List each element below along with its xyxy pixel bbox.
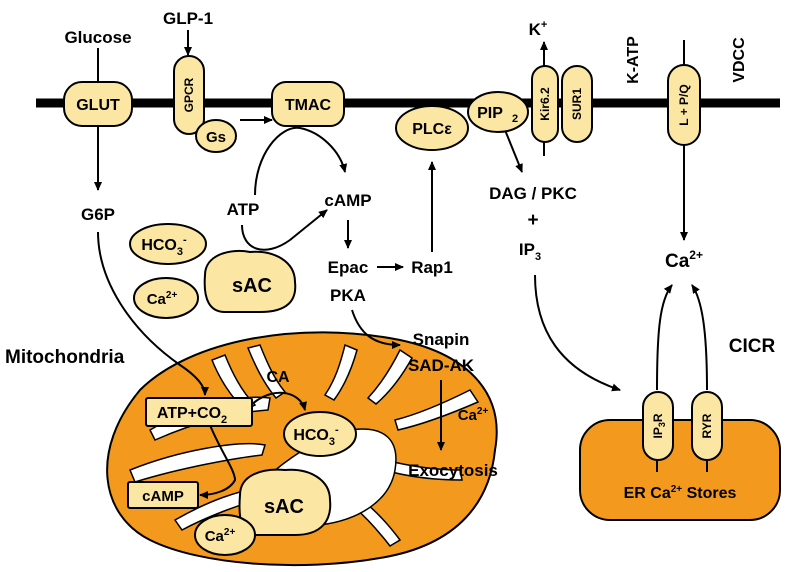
mito-ca2-label: Ca2+: [205, 527, 236, 545]
kir-label: Kir6.2: [538, 87, 552, 121]
mito-sac-label: sAC: [264, 496, 304, 518]
mito-camp-label: cAMP: [142, 488, 184, 505]
sac-label: sAC: [232, 275, 272, 297]
mito-hco3: [283, 411, 357, 457]
ip3-receptor: IP3R: [642, 391, 674, 461]
er-stores-label: ER Ca2+ Stores: [624, 484, 737, 502]
gs-protein: Gs: [195, 119, 237, 153]
glp1-label: GLP-1: [163, 9, 213, 28]
camp-label: cAMP: [324, 191, 371, 210]
kplus-label: K+: [529, 19, 548, 39]
sadak-label: SAD-AK: [408, 356, 475, 375]
vdcc-label: VDCC: [731, 37, 748, 83]
katp-label: K-ATP: [625, 36, 642, 84]
plus-label: +: [527, 210, 538, 231]
plc-label: PLCε: [412, 121, 452, 138]
tmac-enzyme: TMAC: [271, 81, 345, 127]
dagpkc-label: DAG / PKC: [489, 184, 577, 203]
ca2-cyto-label: Ca2+: [665, 248, 703, 272]
g6p-label: G6P: [81, 205, 115, 224]
cicr-label: CICR: [729, 336, 776, 357]
ip3-label: IP3: [519, 240, 541, 263]
hco3-label: HCO3-: [141, 234, 187, 258]
mito-ca2: [194, 514, 256, 556]
tmac-label: TMAC: [285, 97, 332, 114]
cytosolic-sac-cluster: [129, 223, 297, 319]
lpq-label: L + P/Q: [677, 84, 691, 125]
epac-label: Epac: [328, 258, 369, 277]
ip3r-sub: 3: [657, 422, 667, 427]
ip3r-tail: R: [651, 413, 665, 422]
atp-label: ATP: [227, 200, 260, 219]
sur1-subunit: SUR1: [561, 65, 593, 143]
mito-atpco2-box: [145, 397, 253, 427]
gpcr-receptor: GPCR: [173, 55, 205, 135]
ca-enzyme-label: CA: [266, 369, 290, 386]
svg-text:IP3R: IP3R: [651, 413, 667, 438]
pip2: PIP 2: [467, 91, 529, 133]
atpco2-label: ATP+CO2: [157, 405, 227, 426]
ip3r-label: IP: [651, 427, 665, 438]
glut-transporter: GLUT: [63, 81, 133, 127]
mito-hco3-label: HCO3-: [293, 424, 339, 448]
ca2-label: Ca2+: [147, 290, 178, 308]
sur1-label: SUR1: [570, 88, 584, 120]
pip2-sub: 2: [512, 113, 518, 125]
pka-label: PKA: [330, 286, 366, 305]
kir62-channel: Kir6.2: [531, 65, 559, 143]
ryanodine-receptor: RYR: [691, 391, 723, 461]
ca2-exo-label: Ca2+: [458, 406, 489, 424]
rap1-label: Rap1: [411, 258, 453, 277]
vdcc-channel: L + P/Q: [667, 64, 701, 146]
ryr-label: RYR: [700, 413, 714, 438]
pip2-label: PIP: [477, 105, 503, 122]
plc-epsilon: PLCε: [395, 105, 469, 151]
pathway-arrows: [94, 30, 708, 499]
glucose-label: Glucose: [64, 28, 131, 47]
exocytosis-label: Exocytosis: [408, 461, 498, 480]
snapin-label: Snapin: [413, 330, 470, 349]
endoplasmic-reticulum: [579, 419, 781, 521]
glut-label: GLUT: [76, 97, 120, 114]
gs-label: Gs: [206, 129, 226, 146]
mito-camp-box: [127, 481, 199, 509]
mitochondria-label: Mitochondria: [5, 347, 125, 368]
gpcr-label: GPCR: [182, 77, 196, 112]
